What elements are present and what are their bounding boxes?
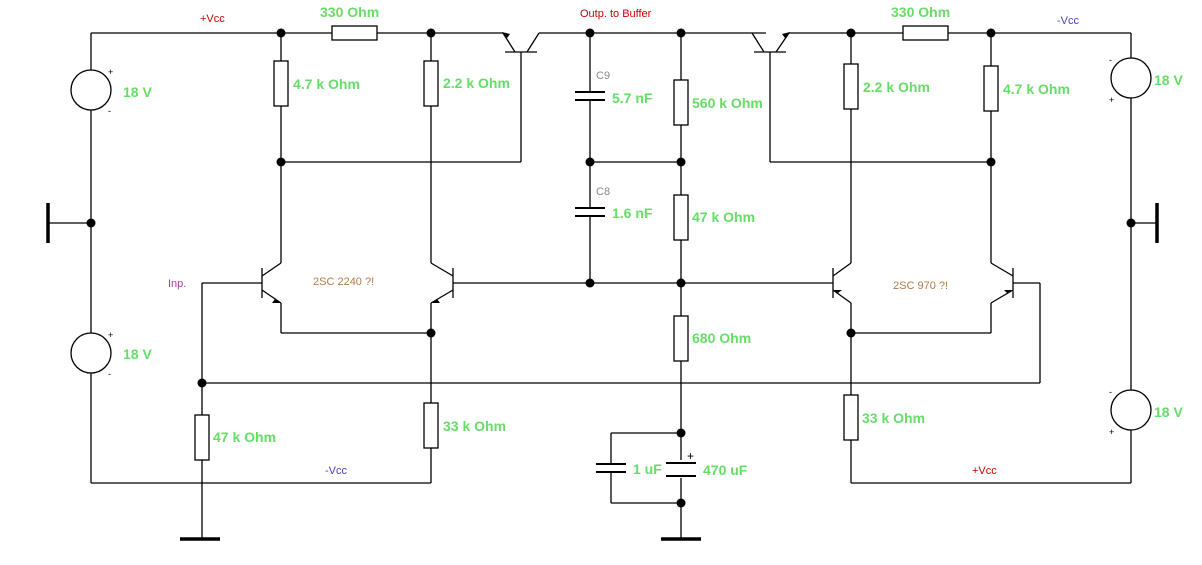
source-bottom-right-label: 18 V	[1154, 404, 1183, 420]
right-pair-label: 2SC 970 ?!	[893, 280, 948, 292]
source-bottom-left: + - 18 V	[70, 330, 152, 379]
svg-text:+: +	[108, 67, 113, 77]
c-small-value: 1 uF	[633, 461, 662, 477]
svg-text:-: -	[1109, 55, 1112, 65]
net-vcc-minus-right: -Vcc	[1057, 15, 1080, 27]
source-top-right-label: 18 V	[1154, 72, 1183, 88]
c8-name: C8	[596, 186, 610, 198]
svg-text:4.7 k Ohm: 4.7 k Ohm	[293, 76, 360, 92]
resistor-2k2-right	[843, 63, 859, 110]
net-output: Outp. to Buffer	[580, 8, 652, 20]
svg-text:33 k Ohm: 33 k Ohm	[443, 418, 506, 434]
resistor-4k7-left	[273, 60, 289, 107]
svg-text:+: +	[1109, 427, 1114, 437]
svg-text:330 Ohm: 330 Ohm	[891, 4, 950, 20]
transistor-left-q2	[430, 262, 454, 304]
svg-text:4.7 k Ohm: 4.7 k Ohm	[1003, 81, 1070, 97]
svg-text:47 k Ohm: 47 k Ohm	[213, 429, 276, 445]
svg-text:330 Ohm: 330 Ohm	[320, 4, 379, 20]
svg-text:+: +	[1109, 95, 1114, 105]
resistor-33k-left	[423, 402, 439, 449]
c-large-value: 470 uF	[703, 462, 748, 478]
c9-name: C9	[596, 70, 610, 82]
source-top-right: - + 18 V	[1109, 55, 1183, 105]
net-vcc-plus-left: +Vcc	[200, 13, 225, 25]
svg-text:-: -	[108, 106, 111, 116]
svg-text:-: -	[1109, 387, 1112, 397]
svg-text:+: +	[108, 330, 113, 340]
net-vcc-plus-right: +Vcc	[972, 465, 997, 477]
left-pair-label: 2SC 2240 ?!	[313, 276, 374, 288]
svg-text:33 k Ohm: 33 k Ohm	[862, 410, 925, 426]
resistor-47k-input	[194, 414, 210, 461]
transistor-output-right	[751, 32, 790, 162]
resistor-47k-divider	[673, 194, 689, 241]
right-supply: - + 18 V - + 18 V	[1109, 33, 1183, 483]
source-bottom-right: - + 18 V	[1109, 387, 1183, 437]
svg-text:-: -	[108, 369, 111, 379]
transistor-right-q1	[832, 262, 852, 304]
resistor-2k2-left	[423, 60, 439, 107]
source-bottom-left-label: 18 V	[123, 346, 152, 362]
svg-text:560 k Ohm: 560 k Ohm	[692, 95, 763, 111]
svg-text:2.2 k Ohm: 2.2 k Ohm	[443, 75, 510, 91]
resistor-330-right	[902, 25, 949, 41]
transistor-left-q1	[261, 262, 282, 304]
net-input: Inp.	[168, 278, 186, 290]
left-supply: + - 18 V + - 18 V	[46, 33, 152, 483]
net-vcc-minus-left: -Vcc	[325, 465, 348, 477]
transistor-output-left	[502, 32, 540, 162]
source-top-left-label: 18 V	[123, 84, 152, 100]
svg-text:+: +	[687, 449, 694, 463]
c9-value: 5.7 nF	[612, 90, 653, 106]
resistor-680	[673, 315, 689, 362]
resistor-560k	[673, 79, 689, 126]
resistor-330-left	[331, 25, 378, 41]
c8-value: 1.6 nF	[612, 205, 653, 221]
resistor-33k-right	[843, 394, 859, 441]
svg-text:2.2 k Ohm: 2.2 k Ohm	[863, 79, 930, 95]
transistor-right-q2	[990, 262, 1014, 304]
svg-text:47 k Ohm: 47 k Ohm	[692, 209, 755, 225]
svg-text:680 Ohm: 680 Ohm	[692, 330, 751, 346]
resistor-4k7-right	[983, 65, 999, 112]
source-top-left: + - 18 V	[70, 67, 152, 116]
